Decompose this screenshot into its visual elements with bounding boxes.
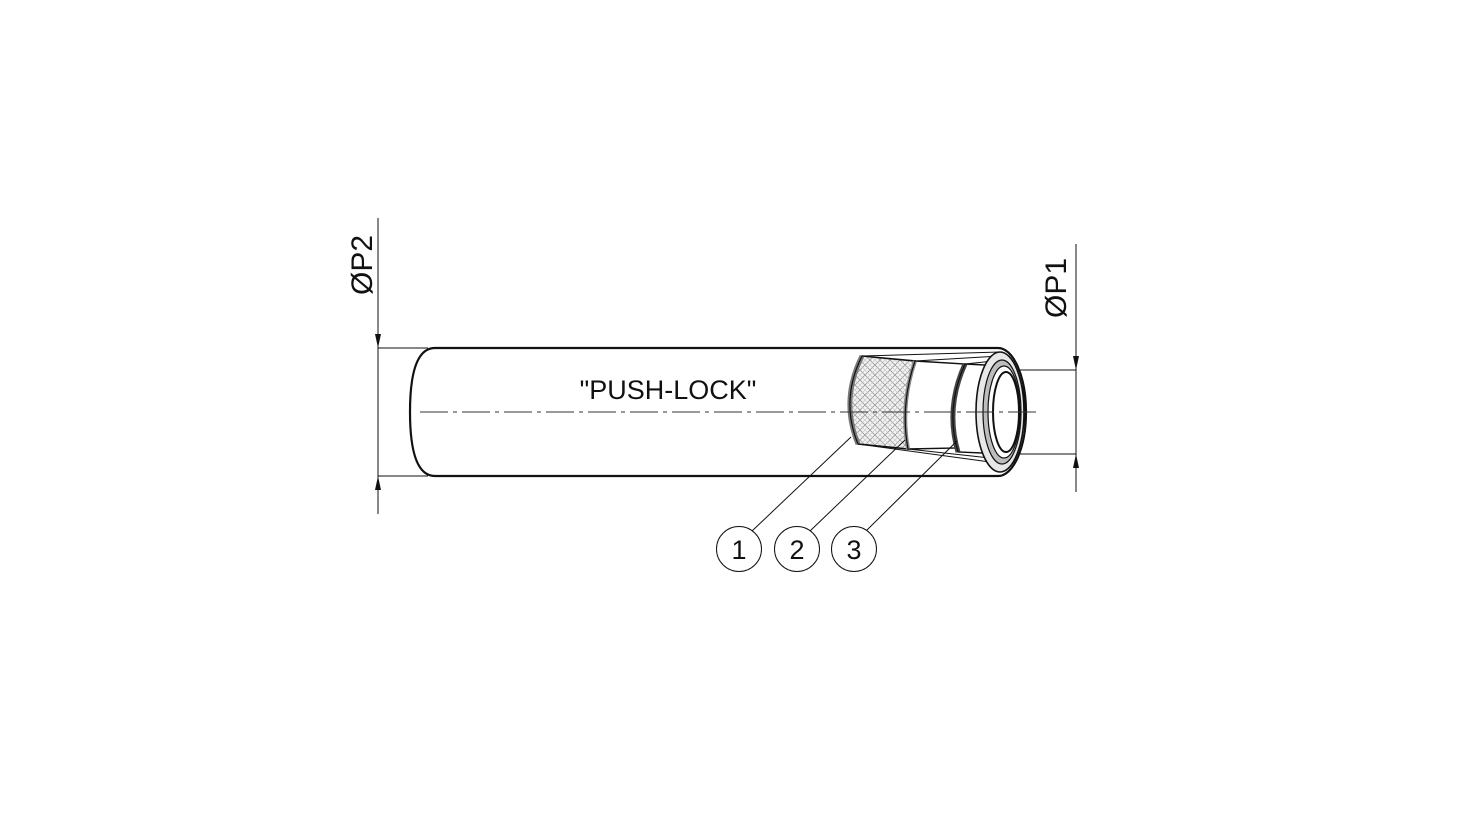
inner-diameter-label: ØP1 [1040,258,1073,318]
hose-outer-cover [408,346,1028,478]
hose-marking-label: "PUSH-LOCK" [580,375,757,405]
callout-3: 3 [831,526,877,572]
callout-2: 2 [774,526,820,572]
callout-1-number: 1 [731,535,746,565]
inner-diameter-dimension: ØP1 [1018,244,1079,492]
callout-1: 1 [716,526,762,572]
outer-diameter-label: ØP2 [346,235,379,295]
callout-leaders [751,436,958,532]
callout-2-number: 2 [789,535,804,565]
callout-3-number: 3 [846,535,861,565]
outer-diameter-dimension: ØP2 [346,218,428,514]
